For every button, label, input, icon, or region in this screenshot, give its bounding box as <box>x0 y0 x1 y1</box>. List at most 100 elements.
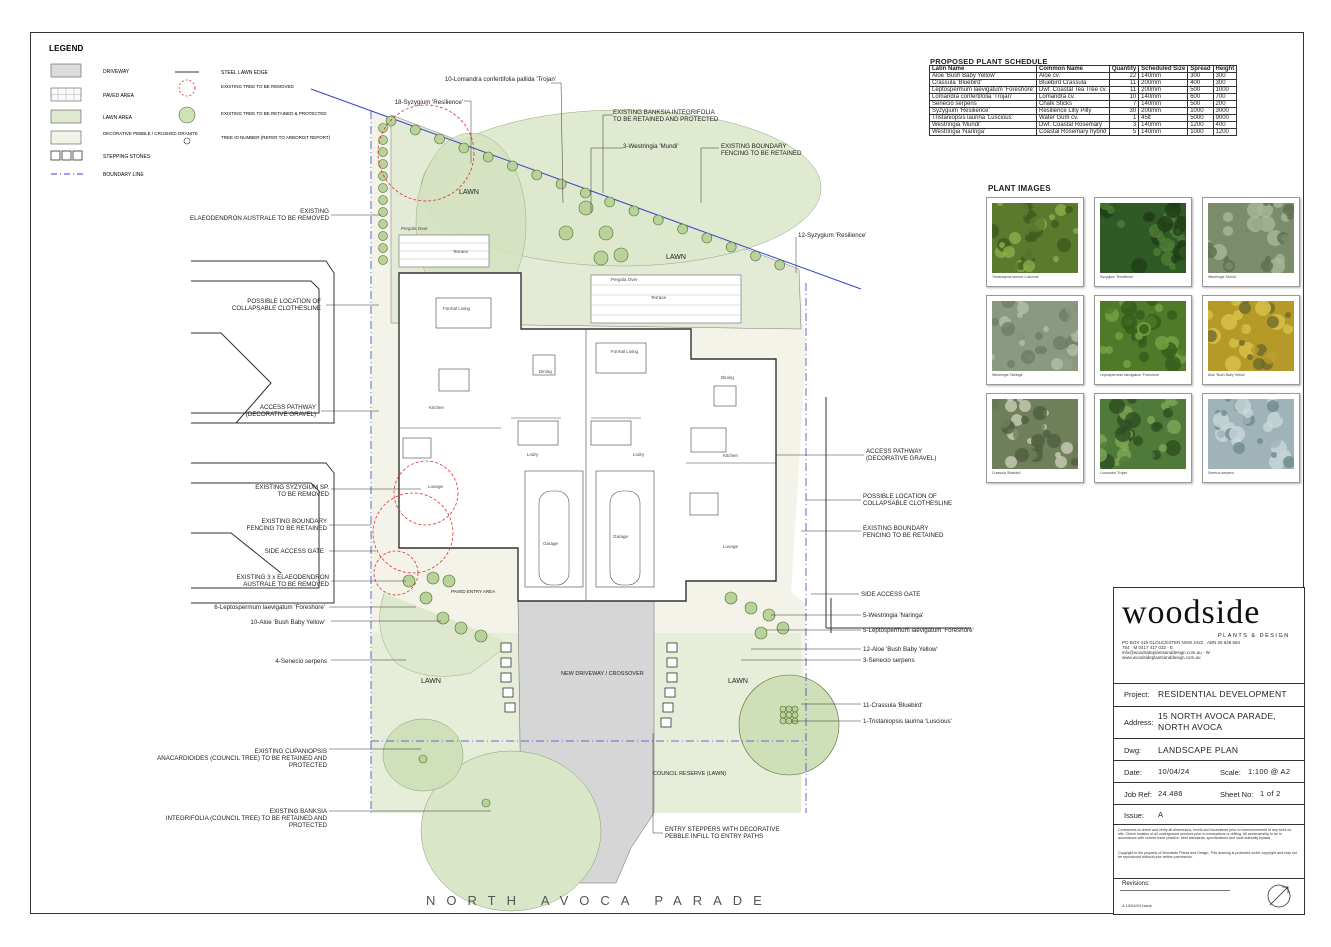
project-value: RESIDENTIAL DEVELOPMENT <box>1158 689 1287 699</box>
shrub-symbol <box>378 255 388 265</box>
room-formal-living-left: Formal Living <box>443 306 471 311</box>
foliage-blob <box>1021 350 1035 364</box>
plant-image-tile: Crassula 'Bluebird' <box>986 393 1084 483</box>
north-arrow-ring <box>1267 884 1291 908</box>
label-lawn-rear-right: LAWN <box>666 254 686 261</box>
schedule-cell: Coastal Rosemary hybrid <box>1036 128 1110 136</box>
callout-westringia-naringa: 5-Westringia 'Naringa' <box>863 612 923 619</box>
schedule-cell: Lomandra cv. <box>1036 93 1110 101</box>
schedule-cell: 1000 <box>1212 86 1238 94</box>
foliage-blob <box>1053 256 1059 262</box>
address-label: Address: <box>1124 718 1154 727</box>
shrub-symbol <box>558 225 574 241</box>
foliage-blob <box>1219 444 1227 452</box>
brand-logo: woodside <box>1122 594 1261 631</box>
project-label: Project: <box>1124 690 1150 699</box>
revision-entry: A 10/04/24 Issue <box>1122 903 1152 908</box>
foliage-blob <box>1109 203 1115 206</box>
callout-syzygium-rear-right: 12-Syzygium 'Resilience' <box>798 232 866 239</box>
front-left-garden-bed <box>379 592 512 677</box>
foliage-blob <box>1057 408 1067 418</box>
foliage-blob <box>1251 346 1259 354</box>
callout-aloe-left: 10-Aloe 'Bush Baby Yellow' <box>250 619 325 626</box>
legend-label-pebble: DECORATIVE PEBBLE / CRUSHED GRANITE <box>103 131 198 136</box>
room-lounge-right: Lounge <box>723 544 739 549</box>
shrub-symbol <box>378 231 388 241</box>
callout-line: FENCING TO BE RETAINED <box>863 532 944 539</box>
shrub-symbol <box>378 243 388 253</box>
schedule-cell: Dwf. Coastal Tea Tree cv. <box>1036 86 1110 94</box>
stair-left <box>517 420 559 446</box>
legend-label-paved: PAVED AREA <box>103 93 135 99</box>
schedule-col-header: Scheduled Size <box>1138 65 1189 73</box>
schedule-cell: 140mm <box>1138 100 1189 108</box>
foliage-blob <box>1213 412 1229 428</box>
legend-swatch-driveway <box>50 63 82 78</box>
shrub-symbol <box>436 611 450 625</box>
callout-line: EXISTING BOUNDARY <box>863 525 929 532</box>
foliage-blob <box>1107 206 1115 214</box>
schedule-cell: 500 <box>1187 100 1214 108</box>
foliage-blob <box>1059 356 1075 371</box>
foliage-blob <box>1161 402 1169 410</box>
foliage-blob <box>1229 210 1243 224</box>
foliage-blob <box>1177 344 1186 356</box>
council-banksia-canopy <box>420 750 602 912</box>
shrub-symbol <box>378 183 388 193</box>
foliage-blob <box>1255 344 1267 356</box>
shrub-symbol <box>578 200 594 216</box>
stepping-stone <box>500 657 512 668</box>
schedule-cell: Dwf. Coastal Rosemary <box>1036 121 1110 129</box>
foliage-blob <box>1135 332 1143 340</box>
schedule-cell: Westringia 'Mundi' <box>928 121 1038 129</box>
foliage-blob <box>1247 248 1255 256</box>
shrub-symbol <box>426 571 440 585</box>
shrub-symbol <box>677 223 688 235</box>
leader-entry-steppers <box>652 733 663 834</box>
disclaimer-note: Contractors to check and verify all dime… <box>1118 828 1292 841</box>
foliage-blob <box>1243 408 1253 418</box>
foliage-blob <box>1053 336 1067 350</box>
foliage-blob <box>1023 314 1039 330</box>
neighbour-roof-lower-inner <box>191 482 320 589</box>
foliage-blob <box>1021 416 1029 424</box>
foliage-blob <box>1181 301 1186 304</box>
foliage-blob <box>1003 212 1013 222</box>
foliage-blob <box>1143 400 1155 412</box>
label-driveway: NEW DRIVEWAY / CROSSOVER <box>561 671 644 677</box>
table-row: Tristaniopsis laurina 'Luscious'Water Gu… <box>928 114 1238 122</box>
foliage-blob <box>1007 310 1017 320</box>
foliage-blob <box>1003 258 1019 273</box>
foliage-blob <box>1167 310 1177 320</box>
callout-westringia-mundi: 3-Westringia 'Mundi' <box>623 143 679 150</box>
callout-line: COLLAPSABLE CLOTHESLINE <box>232 305 321 312</box>
foliage-blob <box>1283 204 1294 216</box>
foliage-blob <box>1177 234 1185 242</box>
foliage-blob <box>1275 206 1283 214</box>
foliage-blob <box>1013 426 1029 442</box>
shrub-symbol <box>779 711 787 719</box>
foliage-blob <box>1273 203 1283 208</box>
foliage-blob <box>1100 346 1107 354</box>
shrub-symbol <box>779 717 787 725</box>
callout-line: EXISTING BANKSIA INTEGRIFOLIA <box>613 109 716 116</box>
foliage-blob <box>1049 422 1059 432</box>
foliage-blob <box>1067 212 1077 222</box>
leader-banksia-retained <box>602 114 613 193</box>
shrub-symbol <box>791 711 799 719</box>
shrub-symbol <box>531 169 543 181</box>
shrub-symbol <box>725 241 737 253</box>
callout-line: FENCING TO BE RETAINED <box>247 525 328 532</box>
foliage-blob <box>1267 400 1279 412</box>
foliage-blob <box>1229 426 1245 442</box>
schedule-cell: 7 <box>1108 100 1140 108</box>
callout-line: PEBBLE INFILL TO ENTRY PATHS <box>665 833 763 840</box>
stepping-stone <box>666 642 678 653</box>
schedule-cell: 500 <box>1187 86 1214 94</box>
shrub-symbol <box>507 160 518 172</box>
foliage-blob <box>1225 399 1231 402</box>
formal-living-left-furniture <box>435 297 492 329</box>
foliage-blob <box>1257 438 1263 444</box>
